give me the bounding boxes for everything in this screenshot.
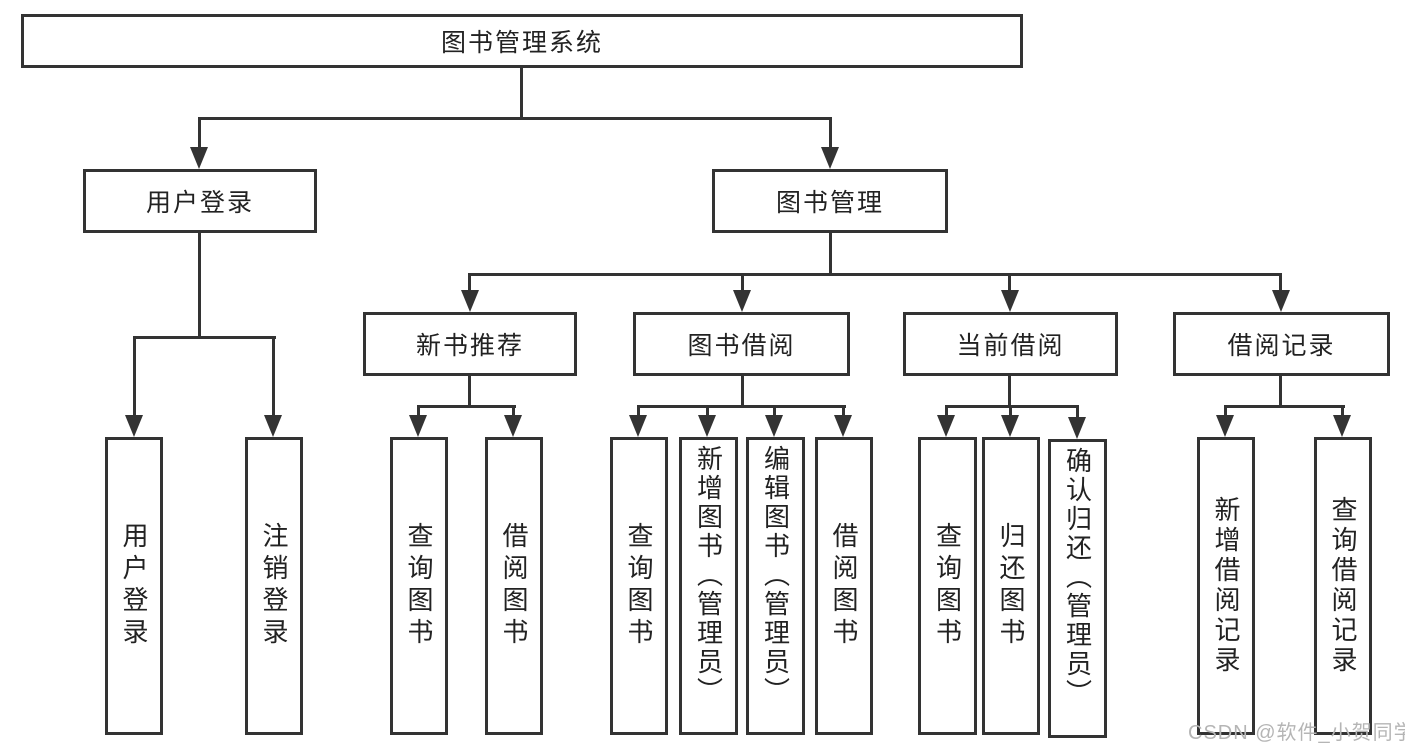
connector-user-login-branch bbox=[133, 336, 276, 339]
leaf-add-borrow-record-label: 新增借阅记录 bbox=[1211, 496, 1241, 676]
arrowhead-borrow-books-nb bbox=[504, 415, 522, 437]
node-current-borrow-label: 当前借阅 bbox=[956, 332, 1065, 360]
connector-drop-query-books-bb bbox=[637, 405, 640, 417]
connector-drop-current-borrow bbox=[1008, 273, 1011, 291]
leaf-edit-book-admin: 编辑图书（管理员） bbox=[746, 437, 805, 735]
connector-book-borrow-trunk bbox=[741, 376, 744, 405]
leaf-add-book-admin: 新增图书（管理员） bbox=[679, 437, 738, 735]
leaf-logout: 注销登录 bbox=[245, 437, 303, 735]
leaf-query-books-borrow-label: 查询图书 bbox=[624, 522, 654, 650]
arrowhead-query-books-nb bbox=[409, 415, 427, 437]
arrowhead-leaf-user-login bbox=[125, 415, 143, 437]
arrowhead-current-borrow bbox=[1001, 290, 1019, 312]
leaf-query-books-newbooks: 查询图书 bbox=[390, 437, 448, 735]
leaf-borrow-books-borrow: 借阅图书 bbox=[815, 437, 873, 735]
arrowhead-query-books-cb bbox=[937, 415, 955, 437]
arrowhead-user-login bbox=[190, 147, 208, 169]
leaf-query-borrow-record-label: 查询借阅记录 bbox=[1328, 496, 1358, 676]
connector-borrow-records-trunk bbox=[1279, 376, 1282, 405]
leaf-borrow-books-newbooks-label: 借阅图书 bbox=[499, 522, 529, 650]
arrowhead-book-borrow bbox=[733, 290, 751, 312]
connector-l3-branch bbox=[468, 273, 1282, 276]
node-book-mgmt: 图书管理 bbox=[712, 169, 948, 233]
connector-drop-add-book bbox=[706, 405, 709, 417]
connector-drop-user-login bbox=[198, 117, 201, 149]
leaf-query-books-borrow: 查询图书 bbox=[610, 437, 668, 735]
leaf-edit-book-admin-label: 编辑图书（管理员） bbox=[760, 445, 791, 706]
arrowhead-return-book bbox=[1001, 415, 1019, 437]
leaf-confirm-return-admin: 确认归还（管理员） bbox=[1048, 439, 1107, 738]
arrowhead-query-record bbox=[1333, 415, 1351, 437]
csdn-watermark: CSDN @软件_小贺同学 bbox=[1188, 722, 1405, 744]
arrowhead-borrow-books-bb bbox=[834, 415, 852, 437]
leaf-return-book: 归还图书 bbox=[982, 437, 1040, 735]
node-book-borrow-label: 图书借阅 bbox=[687, 332, 796, 360]
connector-drop-query-books-cb bbox=[945, 405, 948, 417]
connector-current-borrow-branch bbox=[945, 405, 1079, 408]
connector-drop-query-record bbox=[1341, 405, 1344, 417]
arrowhead-add-book bbox=[698, 415, 716, 437]
connector-user-login-trunk bbox=[198, 233, 201, 336]
connector-drop-confirm-return bbox=[1076, 405, 1079, 417]
connector-new-books-branch bbox=[417, 405, 516, 408]
arrowhead-book-mgmt bbox=[821, 147, 839, 169]
leaf-confirm-return-admin-label: 确认归还（管理员） bbox=[1062, 447, 1093, 708]
node-root-label: 图书管理系统 bbox=[440, 29, 603, 57]
node-borrow-records: 借阅记录 bbox=[1173, 312, 1390, 376]
node-new-books-label: 新书推荐 bbox=[415, 332, 524, 360]
node-current-borrow: 当前借阅 bbox=[903, 312, 1118, 376]
leaf-borrow-books-newbooks: 借阅图书 bbox=[485, 437, 543, 735]
connector-drop-edit-book bbox=[773, 405, 776, 417]
connector-drop-query-books-nb bbox=[417, 405, 420, 417]
connector-drop-leaf-user-login bbox=[133, 336, 136, 416]
leaf-query-books-current-label: 查询图书 bbox=[932, 522, 963, 650]
connector-current-borrow-trunk bbox=[1008, 376, 1011, 405]
connector-drop-add-record bbox=[1224, 405, 1227, 417]
leaf-query-books-current: 查询图书 bbox=[918, 437, 977, 735]
node-user-login-label: 用户登录 bbox=[145, 189, 254, 217]
arrowhead-leaf-logout bbox=[264, 415, 282, 437]
leaf-query-books-newbooks-label: 查询图书 bbox=[404, 522, 434, 650]
node-root: 图书管理系统 bbox=[21, 14, 1023, 68]
leaf-user-login-label: 用户登录 bbox=[119, 522, 149, 650]
arrowhead-edit-book bbox=[765, 415, 783, 437]
leaf-add-book-admin-label: 新增图书（管理员） bbox=[693, 445, 724, 706]
leaf-add-borrow-record: 新增借阅记录 bbox=[1197, 437, 1255, 735]
connector-drop-leaf-logout bbox=[272, 336, 275, 416]
leaf-query-borrow-record: 查询借阅记录 bbox=[1314, 437, 1372, 735]
connector-drop-borrow-books-nb bbox=[512, 405, 515, 417]
arrowhead-new-books bbox=[461, 290, 479, 312]
arrowhead-borrow-records bbox=[1272, 290, 1290, 312]
connector-new-books-trunk bbox=[468, 376, 471, 405]
leaf-borrow-books-borrow-label: 借阅图书 bbox=[829, 522, 859, 650]
node-new-books: 新书推荐 bbox=[363, 312, 577, 376]
connector-drop-borrow-books-bb bbox=[842, 405, 845, 417]
connector-borrow-records-branch bbox=[1224, 405, 1345, 408]
node-book-mgmt-label: 图书管理 bbox=[775, 189, 884, 217]
connector-drop-book-borrow bbox=[741, 273, 744, 291]
arrowhead-confirm-return bbox=[1068, 417, 1086, 439]
connector-l2-branch bbox=[198, 117, 832, 120]
node-user-login: 用户登录 bbox=[83, 169, 317, 233]
leaf-logout-label: 注销登录 bbox=[259, 522, 289, 650]
connector-drop-borrow-records bbox=[1279, 273, 1282, 291]
leaf-user-login: 用户登录 bbox=[105, 437, 163, 735]
connector-drop-new-books bbox=[468, 273, 471, 291]
connector-drop-book-mgmt bbox=[829, 117, 832, 149]
connector-root-trunk bbox=[520, 68, 523, 118]
connector-drop-return-book bbox=[1009, 405, 1012, 417]
leaf-return-book-label: 归还图书 bbox=[996, 522, 1026, 650]
node-borrow-records-label: 借阅记录 bbox=[1227, 332, 1336, 360]
arrowhead-add-record bbox=[1216, 415, 1234, 437]
connector-book-borrow-branch bbox=[637, 405, 846, 408]
node-book-borrow: 图书借阅 bbox=[633, 312, 850, 376]
connector-book-mgmt-trunk bbox=[829, 233, 832, 273]
arrowhead-query-books-bb bbox=[629, 415, 647, 437]
